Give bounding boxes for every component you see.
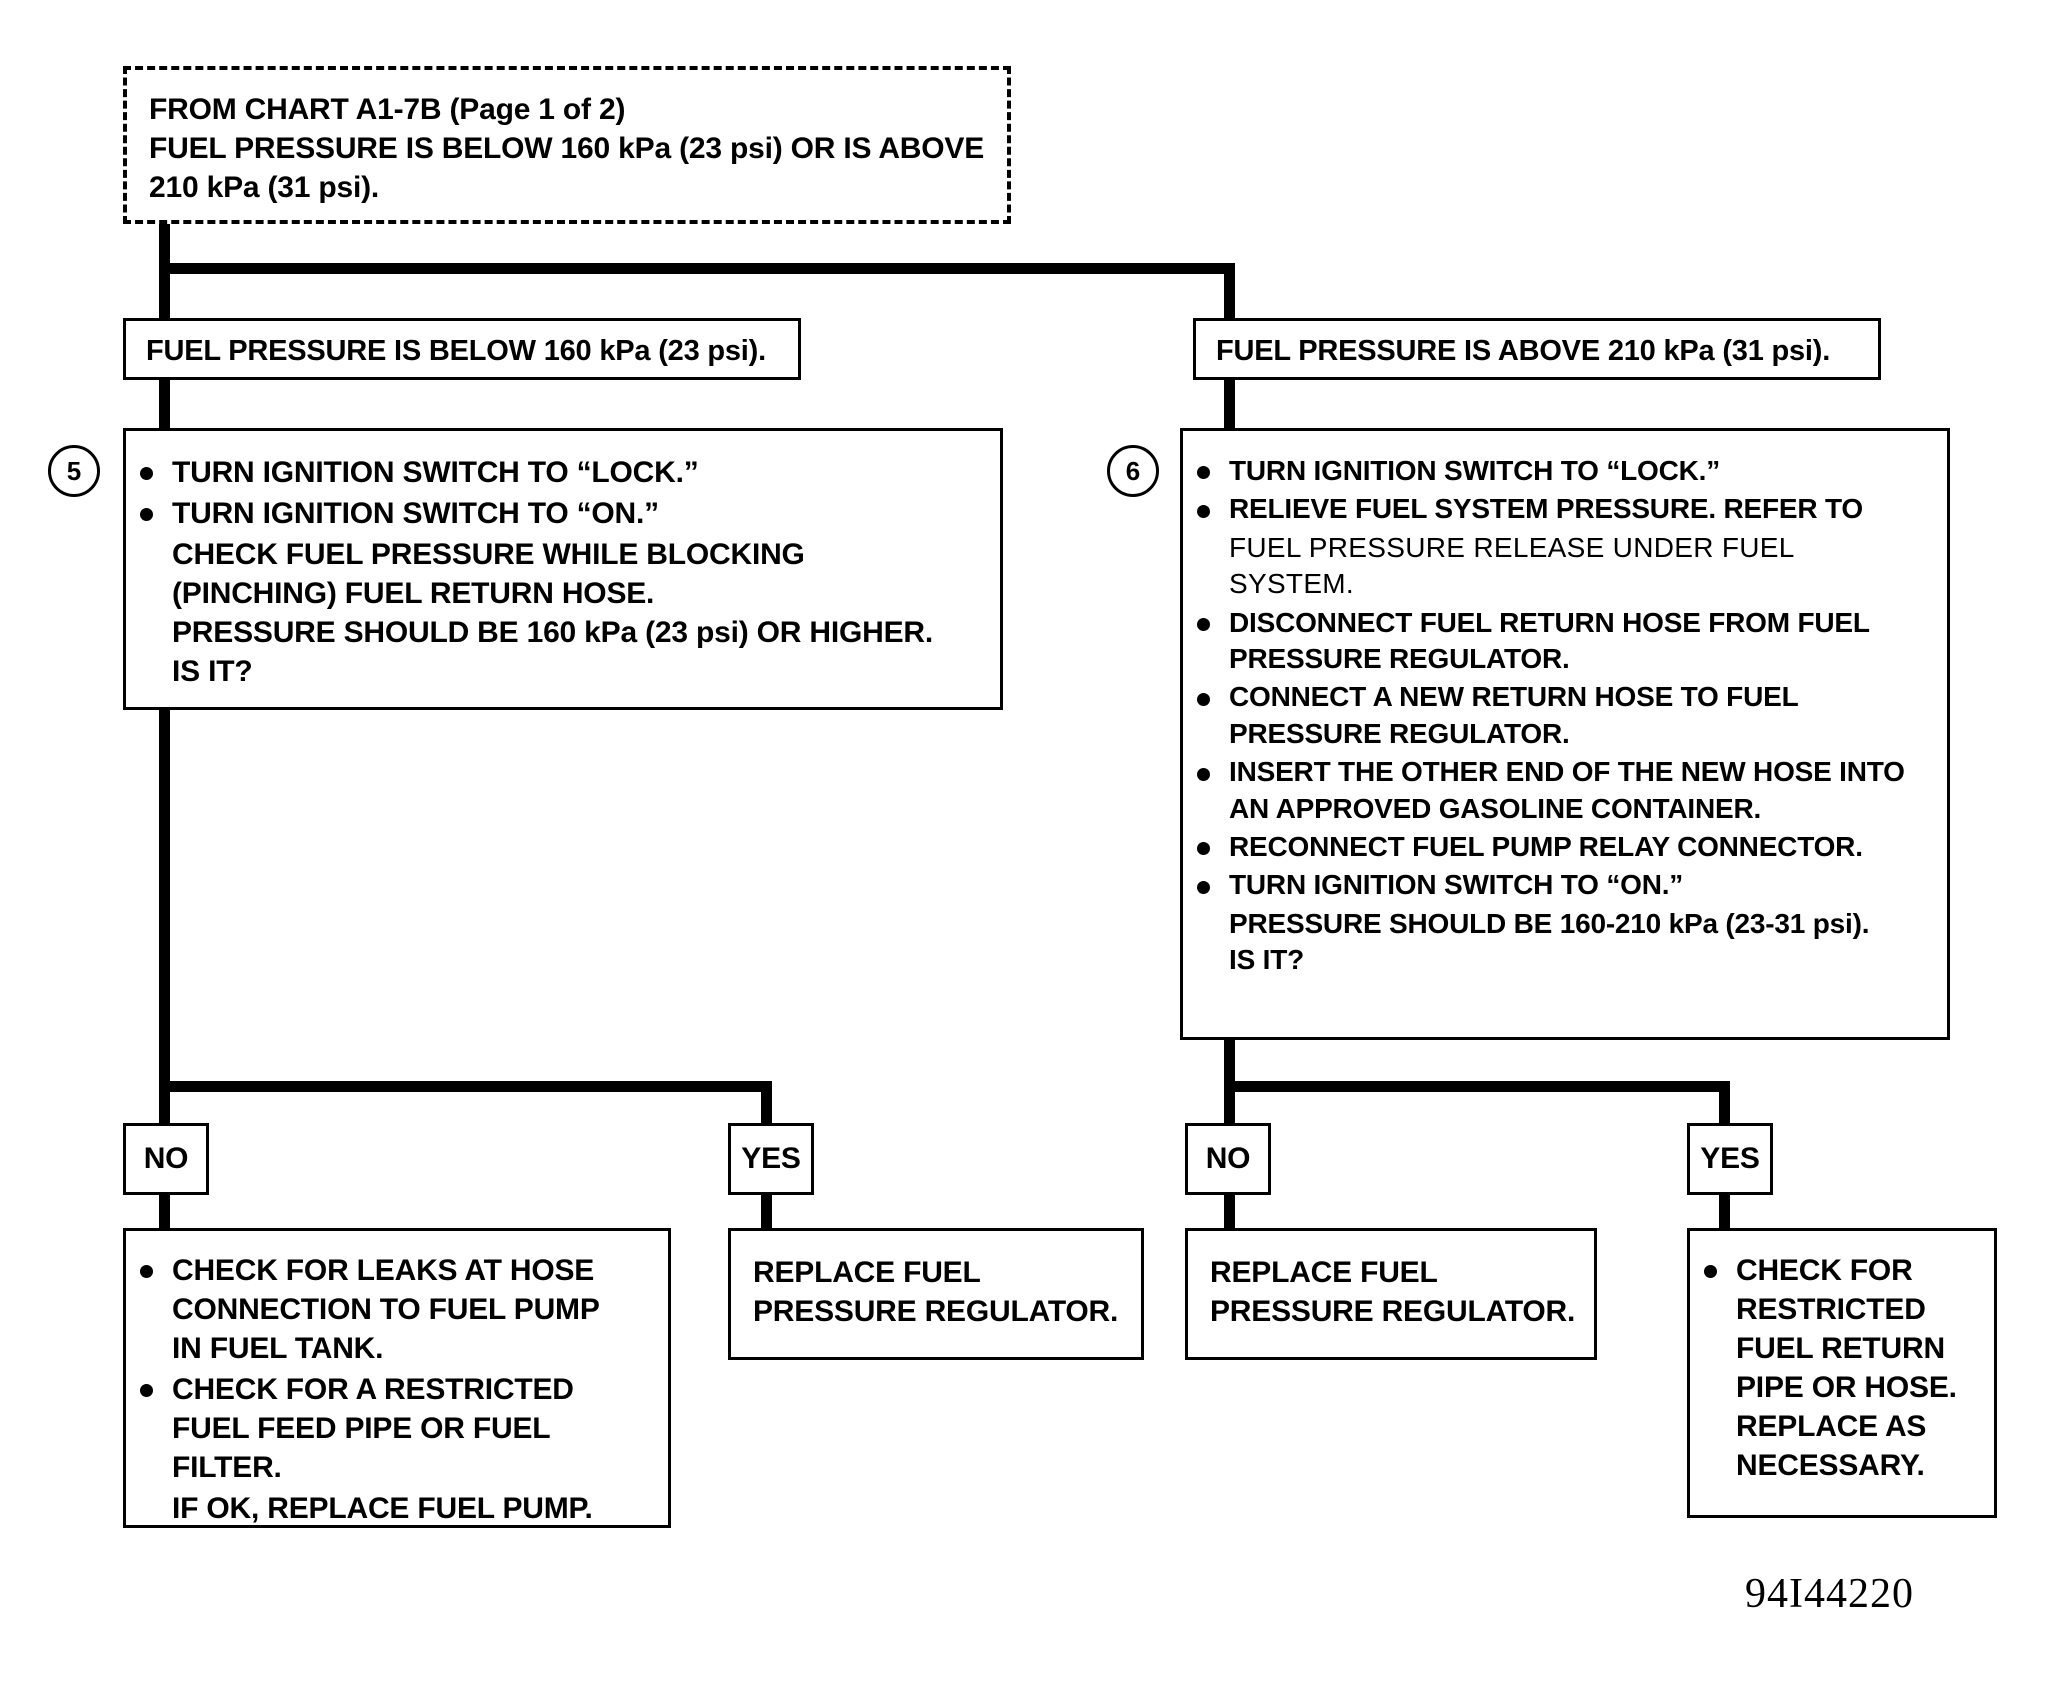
step-5-item-3: CHECK FUEL PRESSURE WHILE BLOCKING (PINC…: [172, 538, 934, 688]
step-6-item-1: TURN IGNITION SWITCH TO “LOCK.”: [1183, 453, 1947, 489]
condition-text-pressure-above: FUEL PRESSURE IS ABOVE 210 kPa (31 psi).: [1216, 335, 1831, 367]
answer-label-yes-right: YES: [1700, 1142, 1760, 1175]
connector-step6-to-yes: [1719, 1081, 1730, 1127]
connector-step6-down: [1224, 1040, 1235, 1092]
step-6-item-3: FUEL PRESSURE RELEASE UNDER FUEL SYSTEM.: [1229, 531, 1795, 600]
step-5-item-1: TURN IGNITION SWITCH TO “LOCK.”: [126, 453, 1000, 492]
connector-step5-to-no: [159, 1081, 170, 1127]
connector-no-left-to-result: [159, 1193, 170, 1233]
connector-yes-left-to-result: [761, 1193, 772, 1233]
condition-box-pressure-below: FUEL PRESSURE IS BELOW 160 kPa (23 psi).: [123, 318, 801, 380]
result-no-left-item-2: CHECK FOR A RESTRICTED FUEL FEED PIPE OR…: [126, 1370, 668, 1487]
step-6-item-2: RELIEVE FUEL SYSTEM PRESSURE. REFER TO: [1183, 491, 1947, 527]
result-no-right-text: REPLACE FUEL PRESSURE REGULATOR.: [1210, 1256, 1576, 1328]
answer-box-no-left: NO: [123, 1123, 209, 1195]
step-6-item-9: PRESSURE SHOULD BE 160-210 kPa (23-31 ps…: [1229, 907, 1870, 976]
step-marker-5-number: 5: [66, 455, 82, 486]
connector-left-branch-down: [159, 263, 170, 321]
answer-box-no-right: NO: [1185, 1123, 1271, 1195]
connector-cond-left-to-step5: [159, 378, 170, 431]
step-5-box: TURN IGNITION SWITCH TO “LOCK.” TURN IGN…: [123, 428, 1003, 710]
result-no-left-item-1: CHECK FOR LEAKS AT HOSE CONNECTION TO FU…: [126, 1251, 668, 1368]
step-6-item-7: RECONNECT FUEL PUMP RELAY CONNECTOR.: [1183, 829, 1947, 865]
connector-step5-down: [159, 710, 170, 1092]
connector-cond-right-to-step6: [1224, 378, 1235, 431]
answer-label-yes-left: YES: [741, 1142, 801, 1175]
step-5-item-2: TURN IGNITION SWITCH TO “ON.”: [126, 494, 1000, 533]
answer-label-no-left: NO: [143, 1142, 189, 1175]
connector-entry-down: [159, 224, 170, 270]
step-6-box: TURN IGNITION SWITCH TO “LOCK.” RELIEVE …: [1180, 428, 1950, 1040]
answer-label-no-right: NO: [1205, 1142, 1251, 1175]
result-box-no-right: REPLACE FUEL PRESSURE REGULATOR.: [1185, 1228, 1597, 1360]
result-box-yes-left: REPLACE FUEL PRESSURE REGULATOR.: [728, 1228, 1144, 1360]
from-chart-note-text: FROM CHART A1-7B (Page 1 of 2) FUEL PRES…: [149, 93, 985, 204]
result-box-yes-right: CHECK FOR RESTRICTED FUEL RETURN PIPE OR…: [1687, 1228, 1997, 1518]
condition-text-pressure-below: FUEL PRESSURE IS BELOW 160 kPa (23 psi).: [146, 335, 766, 367]
connector-step5-to-yes: [761, 1081, 772, 1127]
step-6-item-5: CONNECT A NEW RETURN HOSE TO FUEL PRESSU…: [1183, 679, 1947, 752]
result-no-left-list: CHECK FOR LEAKS AT HOSE CONNECTION TO FU…: [126, 1251, 668, 1528]
answer-box-yes-right: YES: [1687, 1123, 1773, 1195]
result-yes-right-item-1: CHECK FOR RESTRICTED FUEL RETURN PIPE OR…: [1690, 1251, 1994, 1485]
condition-box-pressure-above: FUEL PRESSURE IS ABOVE 210 kPa (31 psi).: [1193, 318, 1881, 380]
connector-split-horizontal: [159, 263, 1235, 274]
connector-yes-right-to-result: [1719, 1193, 1730, 1233]
connector-no-right-to-result: [1224, 1193, 1235, 1233]
result-yes-left-text: REPLACE FUEL PRESSURE REGULATOR.: [753, 1256, 1119, 1328]
step-marker-6-number: 6: [1125, 455, 1141, 486]
step-5-bullet-list: TURN IGNITION SWITCH TO “LOCK.” TURN IGN…: [126, 453, 1000, 691]
step-6-item-6: INSERT THE OTHER END OF THE NEW HOSE INT…: [1183, 754, 1947, 827]
connector-right-branch-down: [1224, 263, 1235, 321]
result-yes-right-list: CHECK FOR RESTRICTED FUEL RETURN PIPE OR…: [1690, 1251, 1994, 1485]
step-6-item-4: DISCONNECT FUEL RETURN HOSE FROM FUEL PR…: [1183, 605, 1947, 678]
step-6-bullet-list: TURN IGNITION SWITCH TO “LOCK.” RELIEVE …: [1183, 453, 1947, 978]
step-marker-6: 6: [1107, 445, 1159, 497]
connector-step6-to-no: [1224, 1081, 1235, 1127]
step-marker-5: 5: [48, 445, 100, 497]
result-box-no-left: CHECK FOR LEAKS AT HOSE CONNECTION TO FU…: [123, 1228, 671, 1528]
connector-step5-horizontal: [159, 1081, 772, 1092]
connector-step6-horizontal: [1224, 1081, 1730, 1092]
result-no-left-item-3: IF OK, REPLACE FUEL PUMP.: [172, 1492, 593, 1525]
document-reference-number: 94I44220: [1745, 1571, 1914, 1617]
answer-box-yes-left: YES: [728, 1123, 814, 1195]
from-chart-note-box: FROM CHART A1-7B (Page 1 of 2) FUEL PRES…: [123, 66, 1011, 224]
step-6-item-8: TURN IGNITION SWITCH TO “ON.”: [1183, 867, 1947, 903]
